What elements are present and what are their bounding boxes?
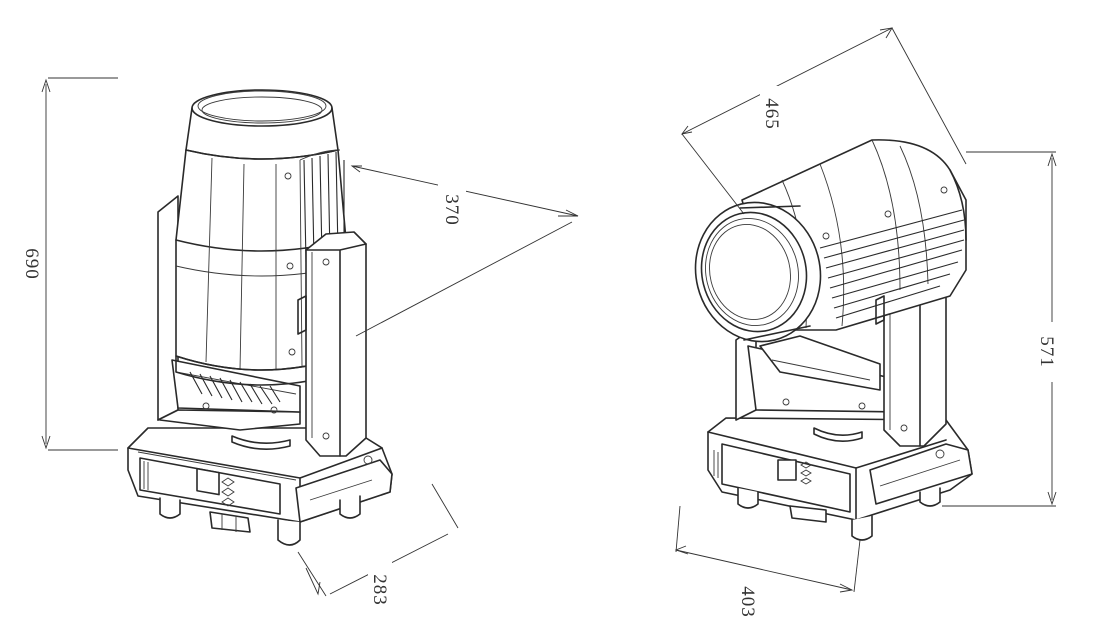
side-height-label: 571	[1036, 336, 1057, 368]
side-lens	[694, 201, 822, 343]
side-base-width-label: 403	[737, 586, 758, 618]
side-dim-base-width: 403	[674, 505, 861, 634]
front-view-fixture	[127, 89, 393, 546]
side-dim-height: 571	[942, 151, 1062, 507]
front-head	[175, 89, 347, 386]
front-dim-base-width: 283	[297, 483, 459, 620]
front-depth-label: 370	[441, 194, 462, 226]
side-dim-length: 465	[680, 27, 967, 215]
side-length-label: 465	[761, 98, 782, 130]
front-dim-height: 690	[21, 77, 118, 451]
front-yoke	[157, 195, 301, 431]
front-yoke-arm	[297, 231, 367, 457]
front-height-label: 690	[21, 248, 42, 280]
side-view-fixture	[694, 139, 973, 541]
front-base-width-label: 283	[369, 574, 390, 606]
front-dim-depth: 370	[350, 165, 579, 337]
